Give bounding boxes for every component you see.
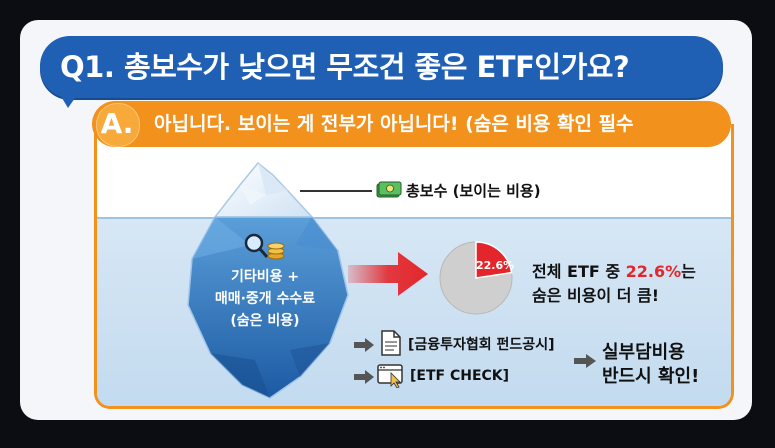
hidden-cost-line3: (숨은 비용) — [230, 313, 300, 329]
answer-frame — [94, 124, 734, 409]
magnifier-coins-icon — [244, 233, 285, 260]
statement-line1-prefix: 전체 ETF 중 — [532, 262, 626, 281]
arrow-icon — [354, 370, 374, 384]
answer-letter: A. — [100, 107, 134, 140]
iceberg-illustration — [187, 161, 349, 399]
check-item-etfcheck: [ETF CHECK] — [410, 368, 510, 384]
money-icon — [376, 181, 402, 198]
conclusion-line2: 반드시 확인! — [602, 366, 700, 387]
hidden-cost-line1: 기타비용 + — [230, 269, 300, 285]
pointer-line — [300, 190, 372, 192]
check-item-kofia: [금융투자협회 펀드공시] — [408, 337, 555, 353]
statement-highlight: 22.6% — [625, 262, 682, 281]
answer-badge — [96, 103, 140, 147]
statement-line1-suffix: 는 — [681, 262, 696, 281]
hidden-cost-line2: 매매·중개 수수료 — [214, 291, 316, 307]
pie-slice-label: 22.6% — [476, 259, 515, 272]
red-arrow-icon — [348, 252, 428, 296]
question-bubble — [40, 36, 723, 98]
answer-text: 아닙니다. 보이는 게 전부가 아닙니다! (숨은 비용 확인 필수 — [154, 113, 634, 135]
statement-line2: 숨은 비용이 더 큼! — [532, 286, 660, 305]
question-title: Q1. 총보수가 낮으면 무조건 좋은 ETF인가요? — [60, 50, 630, 84]
answer-bar — [92, 101, 731, 147]
pie-slice-hidden-cost — [475, 241, 513, 279]
pie-chart — [439, 241, 513, 315]
document-icon — [381, 330, 401, 356]
browser-cursor-icon — [377, 364, 403, 388]
arrow-icon — [574, 354, 596, 368]
arrow-icon — [354, 338, 374, 352]
visible-cost-label: 총보수 (보이는 비용) — [406, 182, 541, 200]
water-line — [97, 217, 731, 219]
conclusion-line1: 실부담비용 — [602, 342, 685, 363]
statement-line1: 전체 ETF 중 22.6%는 — [532, 258, 696, 282]
question-bubble-tail — [56, 88, 82, 108]
